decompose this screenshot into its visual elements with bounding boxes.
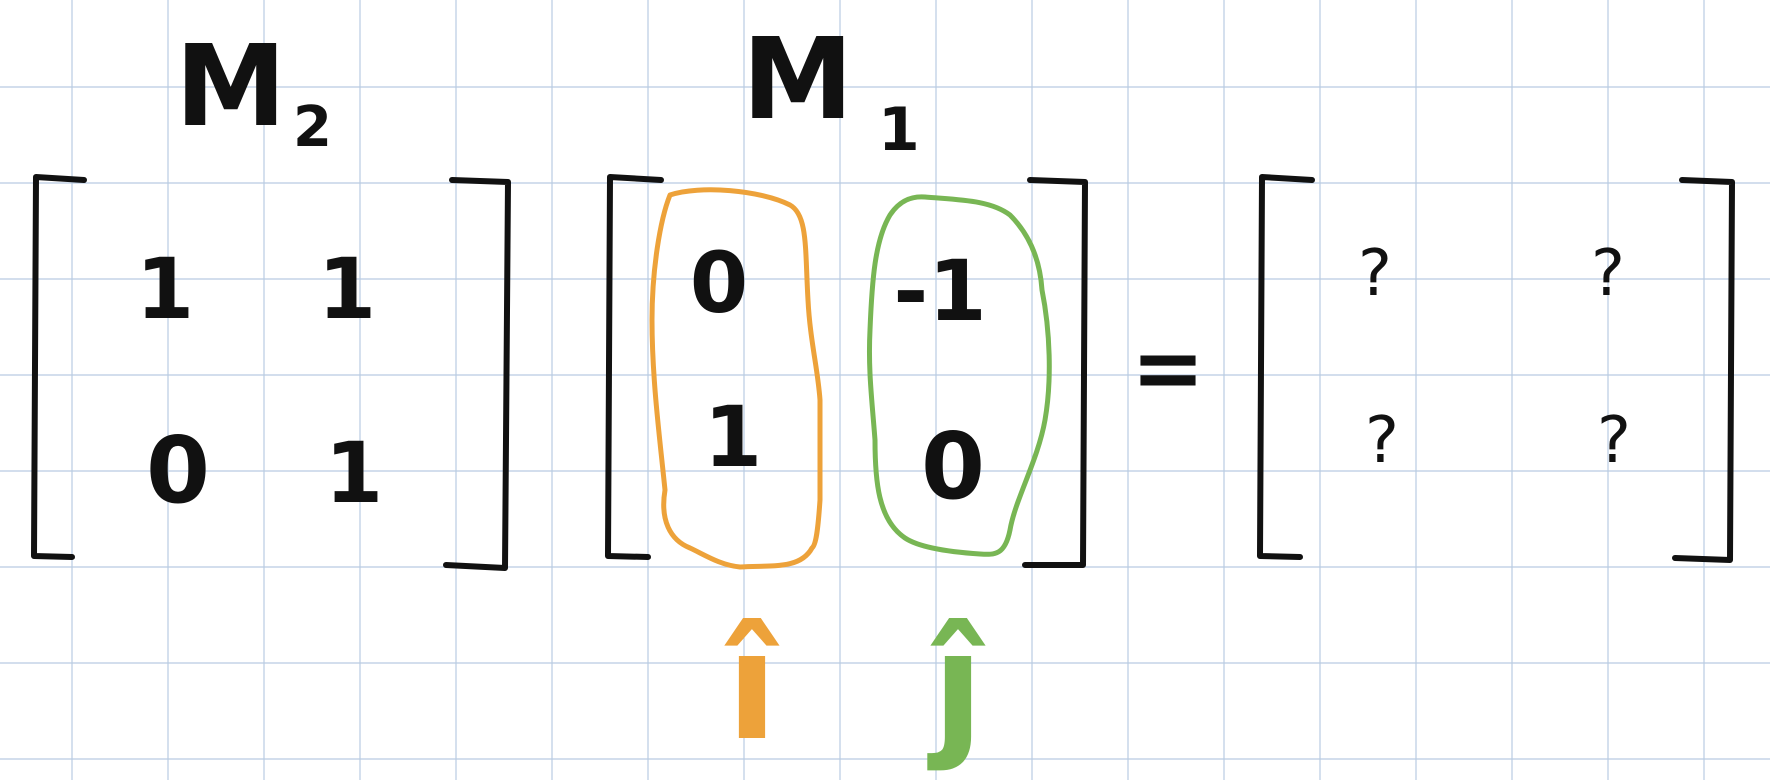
result-cell-r2c1: ?: [1365, 404, 1399, 478]
m1-label-letter: M: [742, 15, 853, 145]
j-hat-column-loop-icon: [866, 194, 1052, 557]
result-cell-r2c2: ?: [1597, 404, 1631, 478]
result-cell-r1c1: ?: [1358, 237, 1392, 311]
m2-cell-r1c2: 1: [318, 240, 376, 338]
result-left-bracket-icon: [1257, 174, 1315, 560]
m1-cell-r1c1: 0: [690, 234, 748, 332]
matrix-m1: 0 -1 1 0: [605, 174, 1088, 570]
m1-cell-r2c1: 1: [704, 388, 762, 486]
m1-cell-r1c2: -1: [893, 242, 986, 340]
matrix-m2: 1 1 0 1: [31, 174, 511, 571]
m2-label-subscript: 2: [293, 95, 332, 160]
i-hat-column-loop-icon: [649, 187, 823, 570]
basis-label-j-hat: ĵ: [927, 600, 986, 774]
basis-label-i-hat: î: [724, 600, 780, 774]
equals-sign: =: [1131, 316, 1205, 419]
m2-label-letter: M: [175, 22, 286, 152]
j-hat-label: ĵ: [927, 600, 986, 774]
m2-left-bracket-icon: [31, 174, 87, 560]
m1-label-subscript: 1: [878, 95, 920, 165]
m2-cell-r1c1: 1: [136, 240, 194, 338]
m2-right-bracket-icon: [443, 177, 511, 571]
m1-cell-r2c2: 0: [921, 413, 985, 520]
i-hat-label: î: [724, 600, 780, 774]
m2-cell-r2c1: 0: [146, 417, 210, 524]
m2-cell-r2c2: 1: [325, 424, 383, 522]
result-cell-r1c2: ?: [1591, 237, 1625, 311]
m1-right-bracket-icon: [1022, 177, 1088, 568]
result-right-bracket-icon: [1672, 177, 1735, 563]
matrix-label-m1: M 1: [742, 15, 920, 165]
matrix-label-m2: M 2: [175, 22, 332, 160]
matrix-result: ? ? ? ?: [1257, 174, 1735, 563]
m1-left-bracket-icon: [605, 174, 664, 560]
